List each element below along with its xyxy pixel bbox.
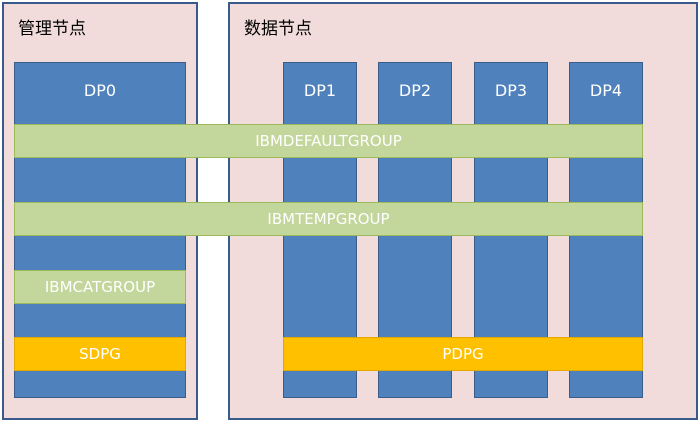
ibmdefaultgroup-bar: IBMDEFAULTGROUP xyxy=(14,124,643,158)
partition-dp2-label: DP2 xyxy=(398,81,432,100)
ibmcatgroup-bar: IBMCATGROUP xyxy=(14,270,186,304)
sdpg-bar: SDPG xyxy=(14,337,186,371)
partition-dp0-label: DP0 xyxy=(83,81,117,100)
partition-dp1-label: DP1 xyxy=(303,81,337,100)
ibmtempgroup-bar: IBMTEMPGROUP xyxy=(14,202,643,236)
partition-dp4-label: DP4 xyxy=(589,81,623,100)
partition-dp3-label: DP3 xyxy=(494,81,528,100)
pdpg-bar: PDPG xyxy=(283,337,643,371)
management-node-title: 管理节点 xyxy=(18,19,86,39)
data-node-title: 数据节点 xyxy=(244,19,312,39)
